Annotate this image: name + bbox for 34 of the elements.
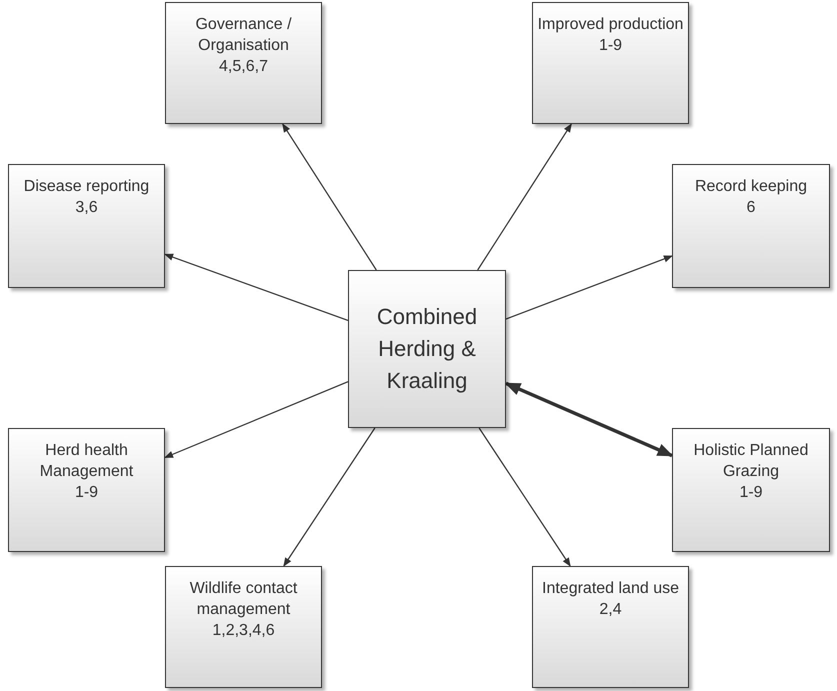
reference-numbers: 1-9 (739, 482, 763, 503)
box-title: Herd health Management (38, 441, 134, 482)
reference-numbers: 4,5,6,7 (219, 56, 268, 77)
text-box (165, 566, 322, 688)
box-title: Governance / Organisation (194, 15, 293, 56)
box-title: Record keeping (694, 177, 808, 197)
reference-numbers: 6 (746, 198, 756, 218)
reference-numbers: 2,4 (599, 600, 622, 620)
text-box (672, 428, 830, 552)
arrow (164, 254, 348, 322)
arrow (506, 255, 673, 320)
box-title: Combined Herding & Kraaling (376, 303, 478, 395)
arrow (283, 428, 376, 567)
text-box (672, 164, 830, 288)
arrow (504, 382, 674, 458)
reference-numbers: 1,2,3,4,6 (212, 620, 275, 641)
box-title: Improved production (538, 15, 684, 35)
text-box (8, 428, 165, 552)
box-title: Wildlife contact management (188, 579, 298, 620)
box-title: Holistic Planned Grazing (692, 441, 810, 482)
text-box (8, 164, 165, 288)
reference-numbers: 1-9 (74, 482, 98, 503)
reference-numbers: 1-9 (598, 36, 622, 56)
reference-numbers: 3,6 (75, 198, 98, 218)
text-box (165, 2, 322, 124)
arrow (477, 123, 572, 270)
text-box (348, 270, 506, 428)
box-title: Disease reporting (24, 177, 150, 197)
box-title: Integrated land use (542, 579, 679, 599)
arrow (164, 381, 348, 458)
text-box (532, 2, 689, 124)
arrow (282, 123, 377, 270)
arrow (478, 428, 571, 567)
text-box (532, 566, 689, 688)
